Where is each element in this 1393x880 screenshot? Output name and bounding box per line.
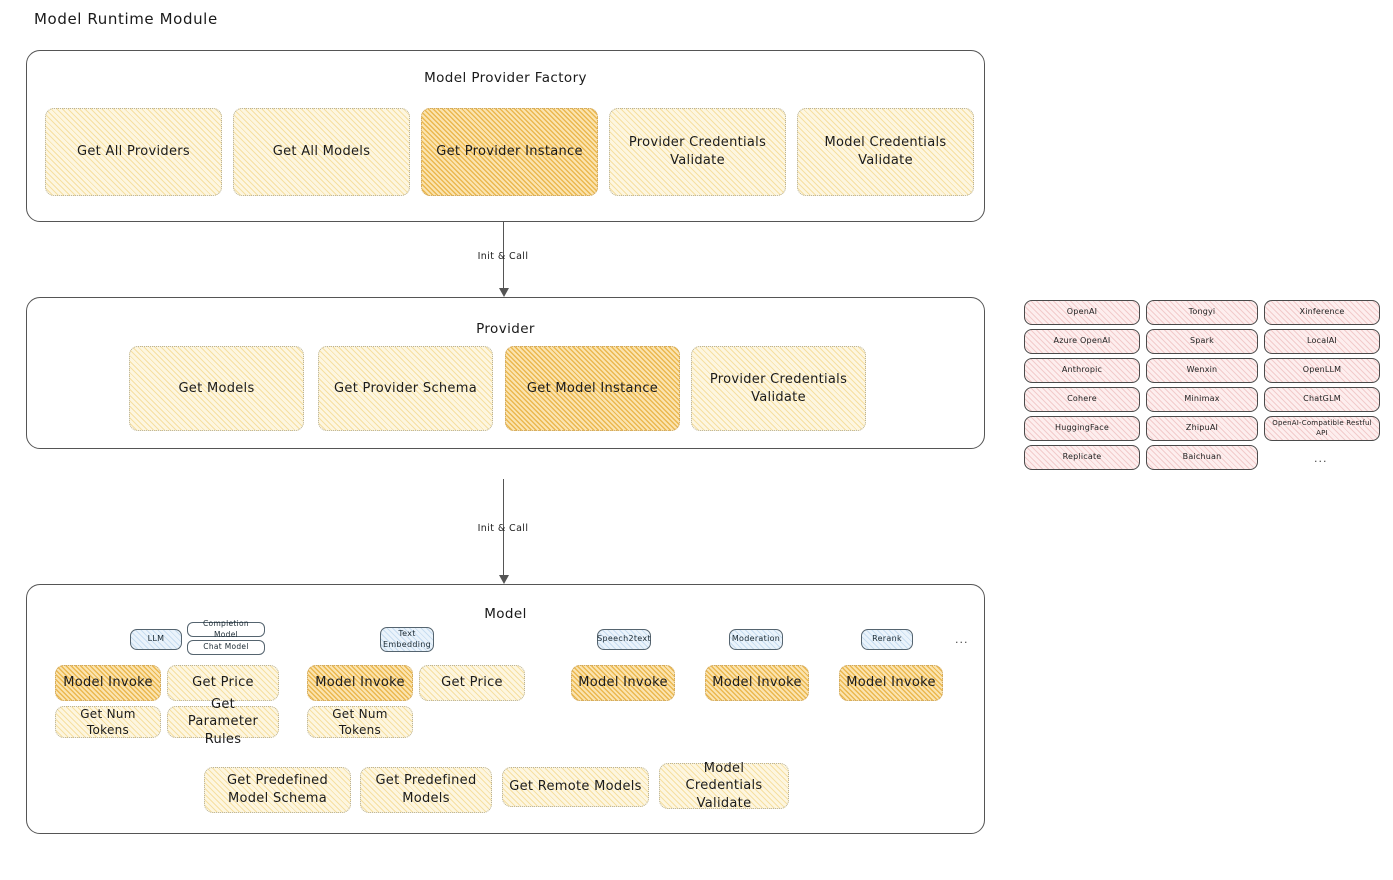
provider-node-get-model-instance[interactable]: Get Model Instance: [505, 346, 680, 431]
provider-list: OpenAI Azure OpenAI Anthropic Cohere Hug…: [1024, 300, 1380, 475]
provider-chip-cohere[interactable]: Cohere: [1024, 387, 1140, 412]
model-type-badge-text-embedding[interactable]: Text Embedding: [380, 627, 434, 652]
factory-node-provider-credentials-validate[interactable]: Provider Credentials Validate: [609, 108, 786, 196]
model-types-more: ...: [955, 633, 969, 646]
provider-chip-azure-openai[interactable]: Azure OpenAI: [1024, 329, 1140, 354]
model-title: Model: [484, 606, 527, 622]
provider-chip-chatglm[interactable]: ChatGLM: [1264, 387, 1380, 412]
provider-chip-zhipuai[interactable]: ZhipuAI: [1146, 416, 1258, 441]
moderation-op-model-invoke[interactable]: Model Invoke: [705, 665, 809, 701]
model-type-badge-speech2text[interactable]: Speech2text: [597, 629, 651, 650]
provider-chip-localai[interactable]: LocalAI: [1264, 329, 1380, 354]
embedding-op-model-invoke[interactable]: Model Invoke: [307, 665, 413, 701]
provider-node-provider-credentials-validate[interactable]: Provider Credentials Validate: [691, 346, 866, 431]
arrow-line: [503, 222, 505, 288]
provider-card: Provider Get Models Get Provider Schema …: [26, 297, 994, 468]
speech2text-op-model-invoke[interactable]: Model Invoke: [571, 665, 675, 701]
model-common-get-predefined-models[interactable]: Get Predefined Models: [360, 767, 492, 813]
rerank-op-model-invoke[interactable]: Model Invoke: [839, 665, 943, 701]
factory-node-model-credentials-validate[interactable]: Model Credentials Validate: [797, 108, 974, 196]
provider-chip-minimax[interactable]: Minimax: [1146, 387, 1258, 412]
arrow-line: [503, 479, 505, 575]
provider-chip-replicate[interactable]: Replicate: [1024, 445, 1140, 470]
factory-node-get-all-providers[interactable]: Get All Providers: [45, 108, 222, 196]
provider-chip-tongyi[interactable]: Tongyi: [1146, 300, 1258, 325]
llm-op-get-price[interactable]: Get Price: [167, 665, 279, 701]
model-common-model-credentials-validate[interactable]: Model Credentials Validate: [659, 761, 789, 811]
provider-chip-openai-compatible-restful-api[interactable]: OpenAI-Compatible Restful API: [1264, 416, 1380, 441]
provider-list-more: ...: [1314, 452, 1328, 465]
embedding-op-get-price[interactable]: Get Price: [419, 665, 525, 701]
model-subtype-completion-model[interactable]: Completion Model: [187, 619, 265, 639]
provider-node-get-models[interactable]: Get Models: [129, 346, 304, 431]
arrow-label-init-and-call: Init & Call: [477, 251, 529, 262]
provider-chip-wenxin[interactable]: Wenxin: [1146, 358, 1258, 383]
model-type-badge-rerank[interactable]: Rerank: [861, 629, 913, 650]
provider-title: Provider: [476, 321, 535, 337]
page-title: Model Runtime Module: [34, 10, 218, 28]
llm-op-get-num-tokens[interactable]: Get Num Tokens: [55, 706, 161, 738]
model-provider-factory-title: Model Provider Factory: [424, 70, 587, 86]
embedding-op-get-num-tokens[interactable]: Get Num Tokens: [307, 706, 413, 738]
model-common-get-predefined-model-schema[interactable]: Get Predefined Model Schema: [204, 767, 351, 813]
arrow-head: [498, 288, 509, 297]
model-provider-factory-card: Model Provider Factory Get All Providers…: [26, 50, 985, 222]
provider-chip-xinference[interactable]: Xinference: [1264, 300, 1380, 325]
model-common-get-remote-models[interactable]: Get Remote Models: [502, 767, 649, 807]
arrow-label-init-and-call: Init & Call: [477, 523, 529, 534]
provider-chip-openllm[interactable]: OpenLLM: [1264, 358, 1380, 383]
factory-node-get-all-models[interactable]: Get All Models: [233, 108, 410, 196]
arrow-head: [498, 575, 509, 584]
llm-op-get-parameter-rules[interactable]: Get Parameter Rules: [167, 697, 279, 747]
provider-chip-huggingface[interactable]: HuggingFace: [1024, 416, 1140, 441]
model-type-badge-moderation[interactable]: Moderation: [729, 629, 783, 650]
llm-op-model-invoke[interactable]: Model Invoke: [55, 665, 161, 701]
factory-node-get-provider-instance[interactable]: Get Provider Instance: [421, 108, 598, 196]
model-type-badge-llm[interactable]: LLM: [130, 629, 182, 650]
model-subtype-chat-model[interactable]: Chat Model: [187, 640, 265, 655]
provider-node-get-provider-schema[interactable]: Get Provider Schema: [318, 346, 493, 431]
model-card: Model LLM Completion Model Chat Model Mo…: [26, 584, 994, 853]
provider-chip-spark[interactable]: Spark: [1146, 329, 1258, 354]
provider-chip-baichuan[interactable]: Baichuan: [1146, 445, 1258, 470]
provider-chip-anthropic[interactable]: Anthropic: [1024, 358, 1140, 383]
provider-chip-openai[interactable]: OpenAI: [1024, 300, 1140, 325]
